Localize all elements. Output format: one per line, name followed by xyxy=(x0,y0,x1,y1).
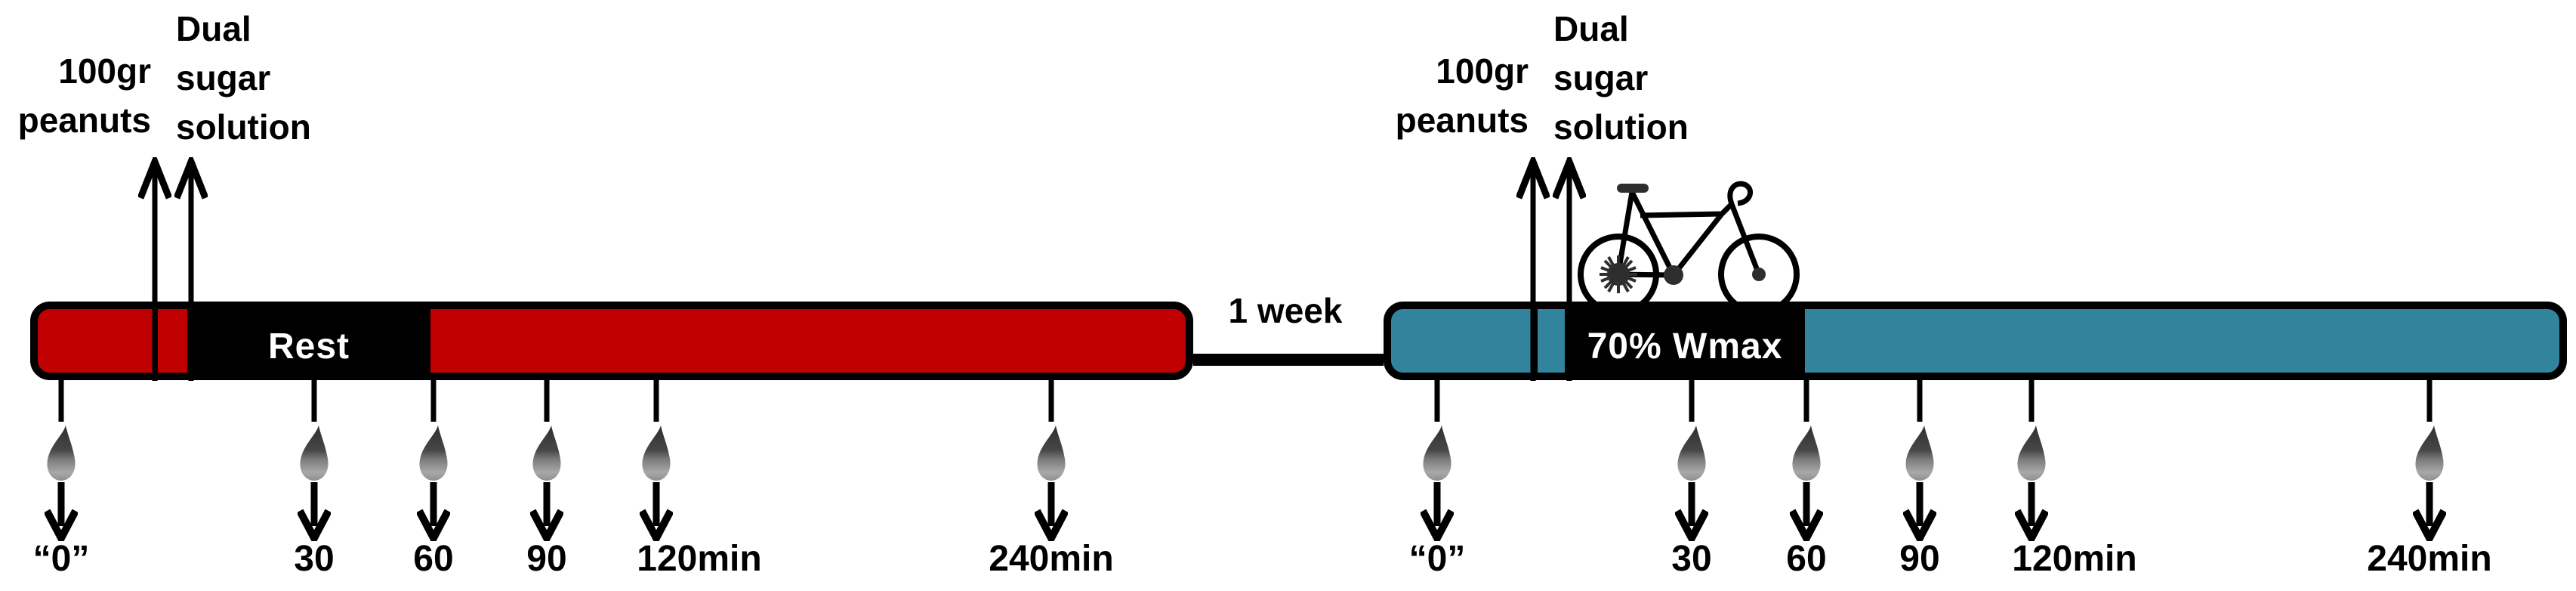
blood-drop-icon xyxy=(300,425,329,481)
tick-line xyxy=(1434,380,1440,422)
down-arrow-icon xyxy=(1902,482,1938,546)
tick-line xyxy=(430,380,437,422)
exercise-block-label: 70% Wmax xyxy=(1587,326,1783,367)
tick-line xyxy=(1048,380,1054,422)
bicycle-icon xyxy=(1578,181,1800,315)
peanuts-arrow-icon xyxy=(1516,157,1550,381)
tick-line xyxy=(653,380,659,422)
tick-time-label: 120min xyxy=(2012,539,2137,579)
tick-time-label: 30 xyxy=(294,539,335,579)
down-arrow-icon xyxy=(638,482,674,546)
sugar-arrow-icon xyxy=(1553,157,1586,381)
rest-bar: Rest xyxy=(30,302,1193,380)
exercise-bar: 70% Wmax xyxy=(1384,302,2567,380)
tick-line xyxy=(1803,380,1809,422)
tick-time-label: 240min xyxy=(989,539,1114,579)
blood-drop-icon xyxy=(1905,425,1934,481)
tick-time-label: “0” xyxy=(1408,539,1466,579)
blood-drop-icon xyxy=(419,425,448,481)
tick-line xyxy=(2426,380,2433,422)
blood-drop-icon xyxy=(47,425,76,481)
tick-line xyxy=(1917,380,1923,422)
tick-line xyxy=(311,380,317,422)
tick-time-label: “0” xyxy=(32,539,90,579)
down-arrow-icon xyxy=(296,482,332,546)
rest-block-label: Rest xyxy=(267,326,350,367)
tick-time-label: 90 xyxy=(526,539,567,579)
peanuts-label-rest: 100gr peanuts xyxy=(17,51,151,140)
blood-drop-icon xyxy=(532,425,561,481)
sugar-arrow-icon xyxy=(174,157,208,381)
tick-time-label: 120min xyxy=(637,539,762,579)
peanuts-label-exercise: 100gr peanuts xyxy=(1395,51,1529,140)
down-arrow-icon xyxy=(1033,482,1069,546)
tick-time-label: 60 xyxy=(1786,539,1827,579)
down-arrow-icon xyxy=(1788,482,1825,546)
tick-time-label: 30 xyxy=(1671,539,1712,579)
blood-drop-icon xyxy=(2415,425,2444,481)
tick-line xyxy=(1689,380,1695,422)
washout-connector-line xyxy=(1193,354,1384,366)
tick-line xyxy=(544,380,550,422)
down-arrow-icon xyxy=(2411,482,2448,546)
tick-line xyxy=(58,380,64,422)
blood-drop-icon xyxy=(1677,425,1706,481)
tick-line xyxy=(2028,380,2035,422)
rest-block: Rest xyxy=(187,309,430,373)
down-arrow-icon xyxy=(1674,482,1710,546)
blood-drop-icon xyxy=(642,425,671,481)
dual-sugar-label-rest: Dual sugar solution xyxy=(176,9,311,147)
tick-time-label: 240min xyxy=(2367,539,2492,579)
washout-label: 1 week xyxy=(1228,291,1343,330)
down-arrow-icon xyxy=(1419,482,1455,546)
down-arrow-icon xyxy=(415,482,452,546)
tick-time-label: 60 xyxy=(413,539,454,579)
down-arrow-icon xyxy=(2013,482,2050,546)
exercise-block: 70% Wmax xyxy=(1565,309,1805,373)
blood-drop-icon xyxy=(2017,425,2046,481)
blood-drop-icon xyxy=(1037,425,1066,481)
dual-sugar-label-exercise: Dual sugar solution xyxy=(1553,9,1689,147)
down-arrow-icon xyxy=(529,482,565,546)
blood-drop-icon xyxy=(1423,425,1452,481)
blood-drop-icon xyxy=(1792,425,1821,481)
tick-time-label: 90 xyxy=(1899,539,1940,579)
peanuts-arrow-icon xyxy=(138,157,171,381)
down-arrow-icon xyxy=(43,482,79,546)
